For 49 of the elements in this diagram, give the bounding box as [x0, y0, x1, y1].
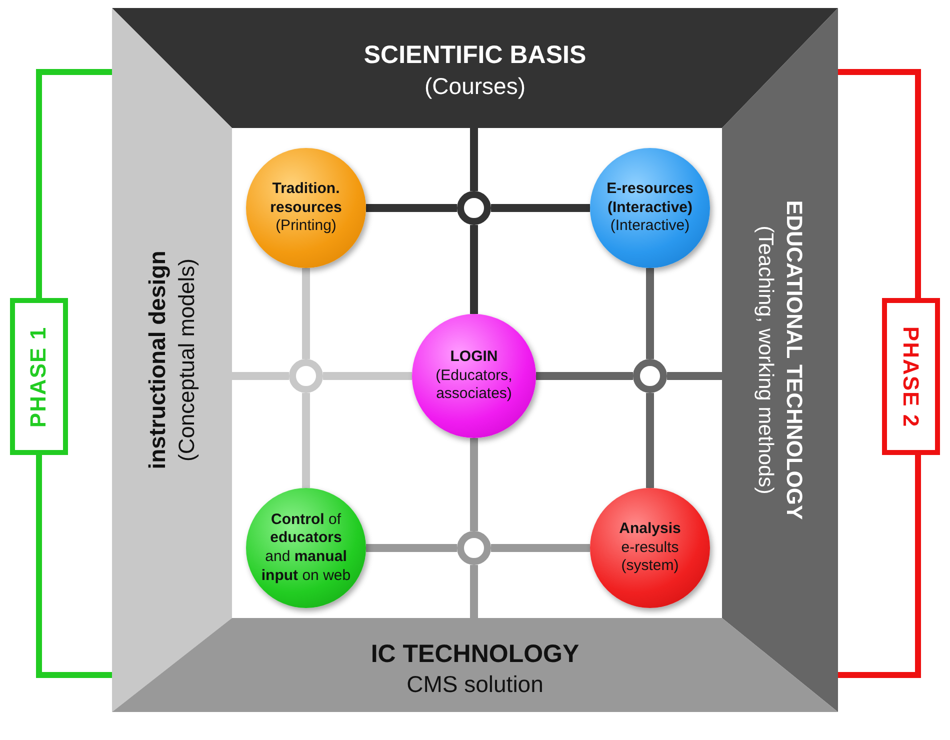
- circle-text: (Educators, associates): [434, 366, 514, 404]
- panel-subtitle: (Courses): [424, 72, 526, 101]
- panel-heading: EDUCATIONAL TECHNOLOGY: [780, 200, 808, 520]
- connector-line: [36, 69, 112, 298]
- connector-line: [838, 455, 921, 678]
- phase-label: PHASE 1: [26, 326, 52, 428]
- connector-line: [470, 128, 478, 191]
- right-panel: [722, 8, 838, 712]
- circle-text: e-results (system): [620, 538, 680, 576]
- junction-ring: [457, 191, 491, 225]
- panel-subtitle: CMS solution: [406, 670, 544, 700]
- top-panel: [112, 8, 838, 128]
- phase-box: [882, 298, 940, 455]
- junction-ring: [633, 359, 667, 393]
- connector-line: [36, 455, 112, 678]
- connector-line: [232, 372, 289, 380]
- connector-line: [838, 69, 921, 298]
- phase-label: PHASE 2: [898, 326, 924, 428]
- connector-line: [470, 438, 478, 531]
- connector-line: [302, 393, 310, 488]
- circle-heading: Tradition. resources: [269, 180, 343, 218]
- junction-ring: [289, 359, 323, 393]
- connector-line: [366, 544, 457, 552]
- connector-line: [470, 565, 478, 618]
- circle-heading: E-resources (Interactive): [606, 180, 694, 218]
- connector-line: [366, 204, 457, 212]
- connector-line: [470, 225, 478, 314]
- phase-box: [10, 298, 68, 455]
- circle-heading: LOGIN: [450, 348, 498, 367]
- circle-text: (Printing): [276, 217, 336, 236]
- connector-line: [646, 393, 654, 488]
- panel-heading: IC TECHNOLOGY: [370, 638, 580, 670]
- bottom-panel: [112, 618, 838, 712]
- panel-subtitle: (Teaching, working methods): [753, 226, 778, 494]
- circle-text: (Interactive): [610, 217, 690, 236]
- panel-heading: instructional design: [142, 250, 171, 470]
- connector-line: [302, 268, 310, 359]
- circle-heading: Analysis: [619, 520, 681, 539]
- junction-ring: [457, 531, 491, 565]
- connector-line: [667, 372, 722, 380]
- panel-subtitle: (Conceptual models): [172, 258, 200, 462]
- panel-heading: SCIENTIFIC BASIS: [364, 40, 586, 72]
- circle-text: Control of educators and manual input on web: [260, 510, 352, 586]
- connector-line: [536, 372, 633, 380]
- connector-line: [323, 372, 412, 380]
- left-panel: [112, 8, 232, 712]
- connector-line: [491, 204, 590, 212]
- connector-line: [646, 268, 654, 359]
- connector-line: [491, 544, 590, 552]
